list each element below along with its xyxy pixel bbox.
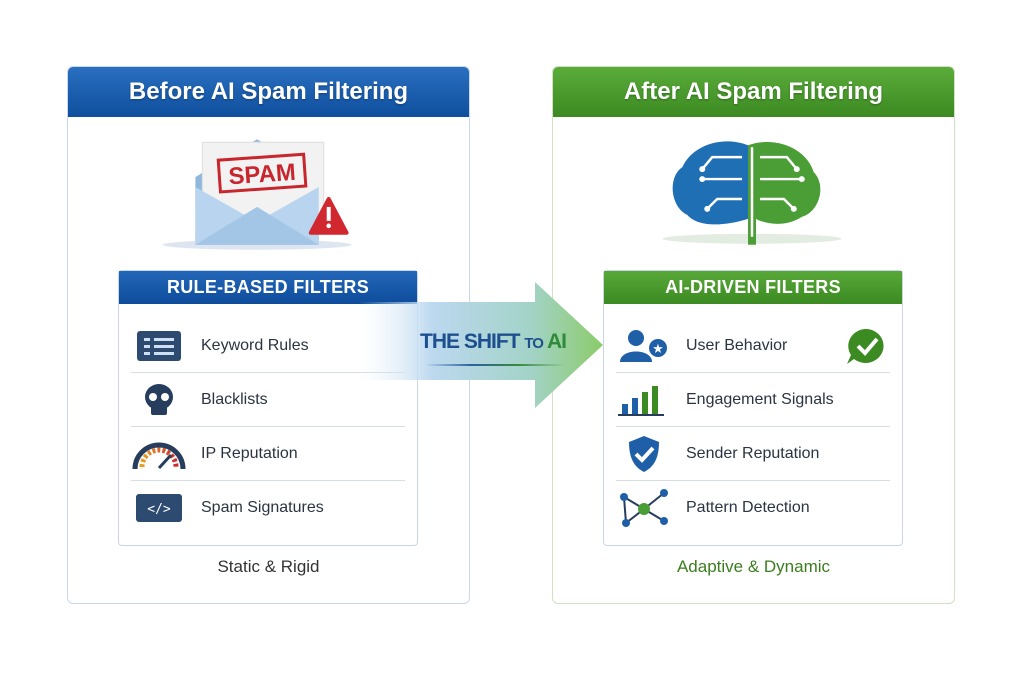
shift-arrow: [360, 282, 603, 408]
list-item-user-behavior: ★ User Behavior: [616, 319, 890, 373]
code-icon: </>: [131, 488, 187, 528]
svg-text:SPAM: SPAM: [228, 159, 297, 191]
before-title: Before AI Spam Filtering: [68, 67, 469, 117]
network-icon: [616, 488, 672, 528]
list-item-keyword-rules: Keyword Rules: [131, 319, 405, 373]
ai-driven-title: AI-DRIVEN FILTERS: [604, 271, 902, 304]
spam-envelope-icon: SPAM: [162, 139, 352, 250]
list-item-ip-reputation: IP Reputation: [131, 427, 405, 481]
list-item-blacklists: Blacklists: [131, 373, 405, 427]
before-footer: Static & Rigid: [217, 557, 320, 576]
skull-icon: [131, 380, 187, 420]
list-item-engagement-signals: Engagement Signals: [616, 373, 890, 427]
after-footer: Adaptive & Dynamic: [676, 557, 831, 576]
chat-check-icon: [847, 328, 884, 364]
shift-label: THE SHIFT TO AI: [420, 330, 567, 353]
shift-underline: [425, 364, 565, 366]
ai-driven-box: AI-DRIVEN FILTERS ★ User Behavior Engage…: [603, 270, 903, 546]
svg-text:</>: </>: [147, 502, 171, 517]
list-icon: [131, 326, 187, 366]
list-item-sender-reputation: Sender Reputation: [616, 427, 890, 481]
svg-text:★: ★: [652, 341, 664, 356]
list-item-pattern-detection: Pattern Detection: [616, 481, 890, 535]
bar-chart-icon: [616, 380, 672, 420]
ai-brain-icon: [662, 141, 842, 245]
shield-check-icon: [616, 434, 672, 474]
rule-based-title: RULE-BASED FILTERS: [119, 271, 417, 304]
user-star-icon: ★: [616, 326, 672, 366]
list-item-spam-signatures: </> Spam Signatures: [131, 481, 405, 535]
after-panel: After AI Spam Filtering AI-DRIVEN FILTER…: [552, 66, 955, 604]
gauge-icon: [131, 434, 187, 474]
after-title: After AI Spam Filtering: [553, 67, 954, 117]
